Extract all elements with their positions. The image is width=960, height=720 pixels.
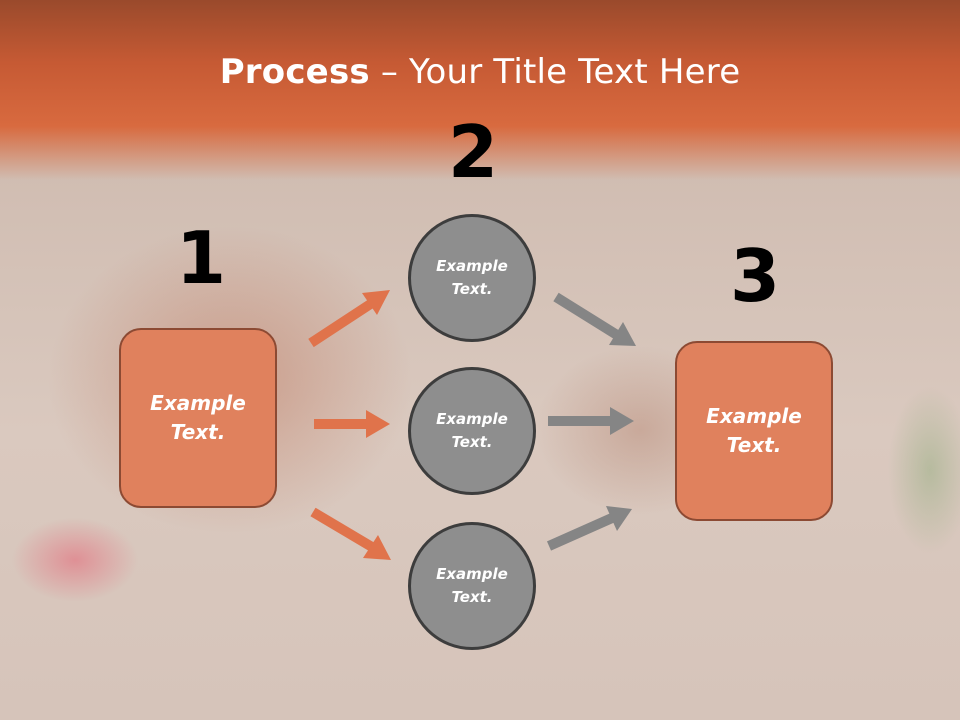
circle-step-top[interactable]: Example Text. bbox=[408, 214, 536, 342]
circle-top-text: Example Text. bbox=[436, 257, 508, 298]
right-box-text: Example Text. bbox=[706, 404, 802, 457]
title-bold: Process bbox=[219, 52, 370, 92]
slide-title: Process – Your Title Text Here bbox=[0, 52, 960, 92]
arrow-top-to-right bbox=[553, 292, 636, 346]
title-rest: – Your Title Text Here bbox=[369, 52, 741, 92]
header-band bbox=[0, 0, 960, 180]
arrow-bottom-to-right bbox=[546, 506, 632, 551]
step-number-3: 3 bbox=[730, 234, 781, 318]
step-number-2: 2 bbox=[448, 110, 499, 194]
arrow-left-to-middle bbox=[314, 410, 390, 438]
left-process-box[interactable]: Example Text. bbox=[119, 328, 277, 508]
circle-step-middle[interactable]: Example Text. bbox=[408, 367, 536, 495]
circle-middle-text: Example Text. bbox=[436, 410, 508, 451]
step-number-1: 1 bbox=[176, 216, 227, 300]
left-box-text: Example Text. bbox=[150, 391, 246, 444]
arrow-left-to-top bbox=[308, 290, 390, 348]
circle-bottom-text: Example Text. bbox=[436, 565, 508, 606]
right-process-box[interactable]: Example Text. bbox=[675, 341, 833, 521]
arrow-left-to-bottom bbox=[310, 507, 391, 560]
circle-step-bottom[interactable]: Example Text. bbox=[408, 522, 536, 650]
arrow-middle-to-right bbox=[548, 407, 634, 435]
